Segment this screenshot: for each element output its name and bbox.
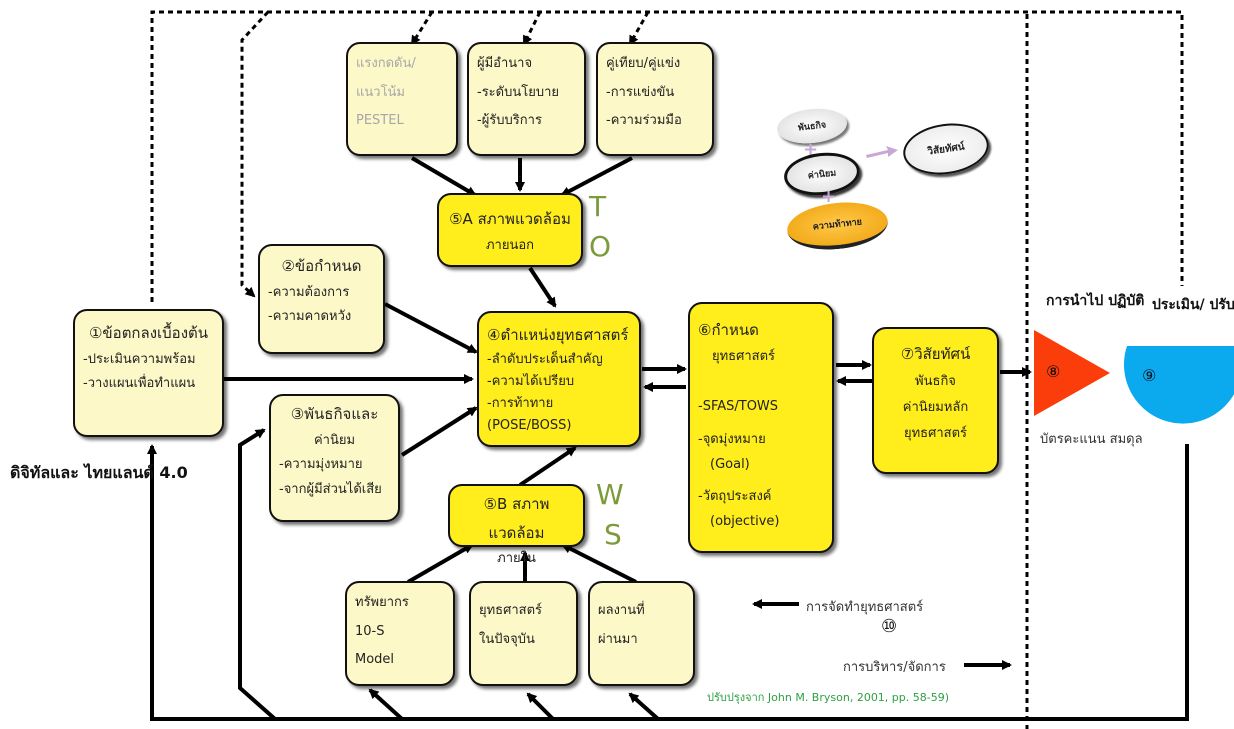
box5b-line2: ภายใน	[497, 551, 536, 566]
int2-line2: ในปัจจุบัน	[479, 631, 535, 647]
side-label-line2: ไทยแลนด์ 4.0	[84, 463, 188, 482]
box-current-strategy: ยุทธศาสตร์ ในปัจจุบัน	[469, 581, 578, 686]
dotted-loop-top	[150, 10, 1184, 302]
letter-w: W	[596, 478, 624, 511]
box7-title: ⑦วิสัยทัศน์	[900, 345, 971, 363]
box3-title2: ค่านิยม	[313, 432, 356, 448]
implementation-line2: ปฏิบัติ	[1108, 293, 1145, 309]
ext2-line2: -ระดับนโยบาย	[477, 84, 560, 100]
dotted-branch-2	[240, 10, 270, 298]
dotted-arrow-ext1	[410, 11, 434, 46]
box4-line1: -ลำดับประเด็นสำคัญ	[487, 351, 603, 367]
box-preliminary-agreement: ①ข้อตกลงเบื้องต้น -ประเมินความพร้อม -วาง…	[73, 309, 224, 437]
box2-line1: -ความต้องการ	[268, 284, 350, 300]
box3-line1: -ความมุ่งหมาย	[279, 457, 363, 473]
box-vision: ⑦วิสัยทัศน์ พันธกิจ ค่านิยมหลัก ยุทธศาสต…	[872, 327, 999, 474]
ext2-line3: -ผู้รับบริการ	[477, 113, 542, 129]
ext1-line1: แรงกดดัน/	[356, 56, 416, 71]
scorecard-label: บัตรคะแนน สมดุล	[1040, 428, 1143, 453]
box6-line4: -วัตถุประสงค์	[698, 489, 772, 505]
box4-line2: -ความได้เปรียบ	[487, 373, 575, 389]
box6-line2: -จุดมุ่งหมาย	[698, 431, 766, 447]
box5a-line1: ⑤A สภาพแวดล้อม	[449, 210, 571, 228]
box-mission-values: ③พันธกิจและ ค่านิยม -ความมุ่งหมาย -จากผู…	[269, 394, 400, 522]
ext1-line2: แนวโน้ม	[356, 84, 406, 100]
implementation-label: การนำไป ปฏิบัติ	[1046, 288, 1144, 315]
plus-icon-2: +	[821, 186, 837, 207]
box4-title: ④ตำแหน่งยุทธศาสตร์	[487, 326, 629, 344]
scorecard-line1: บัตรคะแนน	[1040, 432, 1106, 447]
box-authorities: ผู้มีอำนาจ -ระดับนโยบาย -ผู้รับบริการ	[467, 42, 586, 156]
scorecard-line2: สมดุล	[1109, 432, 1143, 447]
box-external-environment: ⑤A สภาพแวดล้อม ภายนอก	[437, 193, 583, 267]
box-past-performance: ผลงานที่ ผ่านมา	[588, 581, 695, 686]
box1-title: ①ข้อตกลงเบื้องต้น	[88, 324, 209, 342]
ext2-line1: ผู้มีอำนาจ	[477, 56, 533, 71]
box7-line3: ยุทธศาสตร์	[903, 426, 968, 441]
int2-line1: ยุทธศาสตร์	[479, 603, 543, 618]
dotted-arrow-ext2	[522, 11, 542, 46]
ext1-line3: PESTEL	[356, 113, 404, 129]
box5b-line1: ⑤B สภาพแวดล้อม	[483, 495, 550, 542]
step-10-marker: ⑩	[881, 616, 898, 637]
box-competitors: คู่เทียบ/คู่แข่ง -การแข่งขัน -ความร่วมมื…	[596, 42, 714, 156]
box3-title: ③พันธกิจและ	[290, 405, 379, 423]
dotted-arrow-ext3	[628, 11, 650, 46]
box4-line4: (POSE/BOSS)	[487, 417, 572, 433]
int3-line1: ผลงานที่	[598, 603, 645, 618]
int1-line3: Model	[355, 652, 395, 668]
box-internal-environment: ⑤B สภาพแวดล้อม ภายใน	[448, 484, 585, 566]
side-label-line1: ดิจิทัลและ	[10, 463, 79, 482]
evaluation-circle	[1124, 346, 1234, 424]
box-requirements: ②ข้อกำหนด -ความต้องการ -ความคาดหวัง	[258, 244, 385, 354]
legend-management: การบริหาร/จัดการ	[843, 660, 946, 675]
arrow-to-vision-icon	[866, 146, 898, 158]
box7-line1: พันธกิจ	[915, 374, 956, 389]
letter-t: T	[589, 190, 607, 223]
step-9-marker: ⑨	[1142, 366, 1157, 385]
box5a-line2: ภายนอก	[485, 237, 535, 253]
box6-title2: ยุทธศาสตร์	[712, 348, 776, 364]
box1-line2: -วางแผนเพื่อทำแผน	[83, 376, 196, 392]
int3-line2: ผ่านมา	[598, 631, 638, 647]
letter-o: O	[589, 230, 612, 263]
box6-title: ⑥กำหนด	[698, 321, 759, 339]
box-define-strategy: ⑥กำหนด ยุทธศาสตร์ -SFAS/TOWS -จุดมุ่งหมา…	[688, 302, 834, 553]
step-8-marker: ⑧	[1046, 362, 1061, 381]
box2-title: ②ข้อกำหนด	[281, 257, 362, 275]
side-label: ดิจิทัลและ ไทยแลนด์ 4.0	[10, 458, 188, 488]
implementation-line1: การนำไป	[1046, 293, 1104, 309]
ext3-line1: คู่เทียบ/คู่แข่ง	[606, 56, 681, 71]
box2-line2: -ความคาดหวัง	[268, 309, 352, 325]
implementation-triangle	[1034, 330, 1110, 416]
evaluation-line2: ปรับปรุง	[1209, 297, 1234, 313]
box6-line5: (objective)	[710, 513, 780, 529]
box-resources: ทรัพยากร 10-S Model	[345, 581, 455, 686]
source-credit: ปรับปรุงจาก John M. Bryson, 2001, pp. 58…	[707, 691, 950, 704]
legend-formulation: การจัดทำยุทธศาสตร์	[806, 600, 924, 615]
box1-line1: -ประเมินความพร้อม	[83, 351, 196, 367]
evaluation-line1: ประเมิน/	[1152, 297, 1205, 313]
box-pressures-trends: แรงกดดัน/ แนวโน้ม PESTEL	[346, 42, 458, 156]
ext3-line2: -การแข่งขัน	[606, 84, 675, 100]
box7-line2: ค่านิยมหลัก	[902, 400, 969, 415]
evaluation-label: ประเมิน/ ปรับปรุง	[1152, 292, 1234, 319]
box6-line3: (Goal)	[710, 456, 750, 472]
box3-line2: -จากผู้มีส่วนได้เสีย	[279, 481, 382, 497]
letter-s: S	[604, 518, 622, 551]
int1-line2: 10-S	[355, 623, 385, 639]
box6-line1: -SFAS/TOWS	[698, 399, 779, 415]
ext3-line3: -ความร่วมมือ	[606, 113, 682, 129]
box-strategic-position: ④ตำแหน่งยุทธศาสตร์ -ลำดับประเด็นสำคัญ -ค…	[477, 311, 641, 447]
int1-line1: ทรัพยากร	[355, 595, 409, 610]
box4-line3: -การท้าทาย	[487, 395, 554, 411]
